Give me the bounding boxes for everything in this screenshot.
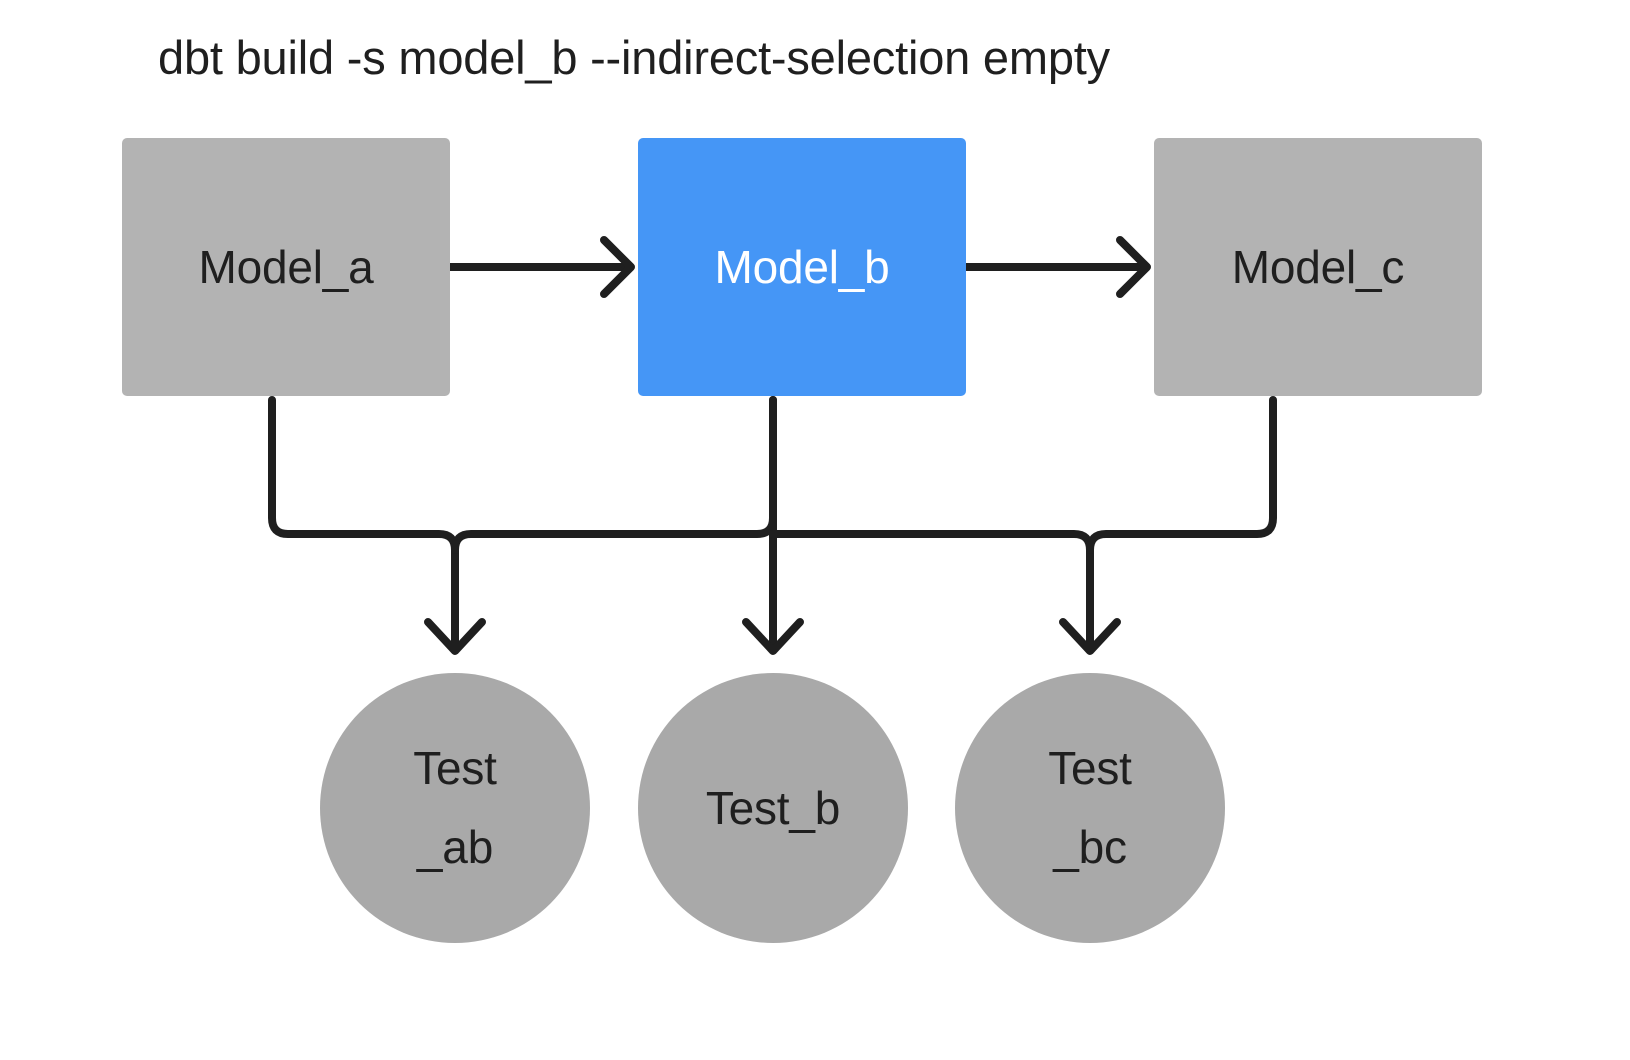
node-test-ab-label-line2: _ab bbox=[416, 821, 494, 873]
node-test-bc-label-line2: _bc bbox=[1053, 821, 1127, 873]
node-model-b[interactable]: Model_b bbox=[638, 138, 966, 396]
edge-model-b-to-test-b bbox=[742, 396, 804, 655]
node-test-b[interactable]: Test_b bbox=[638, 673, 908, 943]
node-model-b-label: Model_b bbox=[714, 241, 890, 293]
node-model-c[interactable]: Model_c bbox=[1154, 138, 1482, 396]
edge-model-c-to-test-bc bbox=[1086, 396, 1277, 554]
edge-model-a-to-test-ab bbox=[268, 396, 486, 655]
node-model-c-label: Model_c bbox=[1231, 241, 1405, 293]
node-test-ab-label-line1: Test bbox=[413, 741, 497, 794]
node-test-ab[interactable]: Test _ab bbox=[320, 673, 590, 943]
node-test-b-label-line1: Test_b bbox=[705, 782, 841, 834]
edge-model-a-to-model-b bbox=[446, 236, 635, 298]
edge-model-b-to-model-c bbox=[962, 236, 1151, 298]
node-test-bc[interactable]: Test _bc bbox=[955, 673, 1225, 943]
node-model-a[interactable]: Model_a bbox=[122, 138, 450, 396]
node-model-a-label: Model_a bbox=[198, 241, 374, 293]
edge-model-b-to-test-bc bbox=[769, 530, 1121, 655]
page-title: dbt build -s model_b --indirect-selectio… bbox=[158, 31, 1110, 84]
node-test-bc-label-line1: Test bbox=[1048, 741, 1132, 794]
edge-model-b-to-test-ab bbox=[451, 396, 777, 554]
